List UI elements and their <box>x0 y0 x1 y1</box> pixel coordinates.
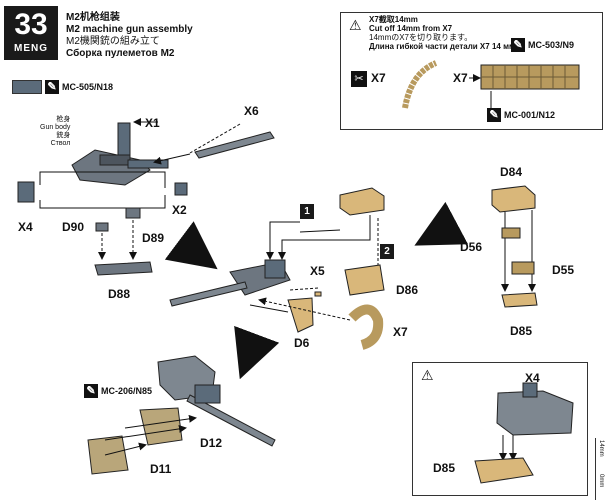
brush-icon: ✎ <box>487 108 501 122</box>
part-d85-shape <box>501 292 538 308</box>
gun-with-shield <box>157 355 276 447</box>
part-d6-shape <box>287 297 314 333</box>
cut-note-panel: ⚠ X7截取14mm Cut off 14mm from X7 14mmのX7を… <box>340 12 603 130</box>
label-d12: D12 <box>200 436 223 450</box>
ruler-bottom-label: 0mm <box>598 474 604 488</box>
cut-note-zh: X7截取14mm <box>369 15 418 24</box>
part-d11-shape <box>87 435 129 475</box>
part-x4-shape <box>17 181 35 203</box>
detail-label-x4: X4 <box>525 371 540 385</box>
part-d86-top-shape <box>339 187 385 216</box>
warning-icon: ⚠ <box>349 17 362 33</box>
label-d88: D88 <box>108 287 131 301</box>
ruler-top-label: 14mm <box>598 440 604 457</box>
detail-panel: ⚠ X4 D85 <box>412 362 588 496</box>
label-x7-cut: X7 <box>371 71 386 85</box>
substep-badge-1: 1 <box>300 204 314 219</box>
label-d6: D6 <box>294 336 310 350</box>
title-block: M2机枪组装 M2 machine gun assembly M2機関銃の組み立… <box>66 12 193 60</box>
part-x7-belt-shape <box>348 304 384 350</box>
part-d56-shape <box>501 227 521 239</box>
gun-body-en: Gun body <box>40 124 71 131</box>
part-d86-shape <box>344 264 385 296</box>
label-x1: X1 <box>145 116 160 130</box>
belt-diagram <box>402 60 580 109</box>
warning-icon: ⚠ <box>421 367 434 383</box>
flow-arrow-down <box>234 325 280 380</box>
label-d89: D89 <box>142 231 165 245</box>
paint-code-belt: MC-503/N9 <box>528 40 575 50</box>
paint-code: MC-505/N18 <box>62 82 114 92</box>
label-d84: D84 <box>500 165 523 179</box>
part-d89-shape <box>125 207 141 219</box>
gun-body-ru: Ствол <box>50 140 71 147</box>
gun-body-zh: 枪身 <box>56 116 71 123</box>
label-x4: X4 <box>18 220 33 234</box>
gun-body-label: 枪身 Gun body 銃身 Ствол <box>40 116 70 148</box>
part-d88-shape <box>94 261 153 276</box>
cut-icon: ✂ <box>351 71 367 87</box>
label-x7: X7 <box>393 325 408 339</box>
gun-body-ja: 銃身 <box>56 132 71 139</box>
title-ja: M2機関銃の組み立て <box>66 36 160 47</box>
title-en: M2 machine gun assembly <box>66 24 193 35</box>
label-x6: X6 <box>244 104 259 118</box>
brush-icon: ✎ <box>511 38 525 52</box>
part-d55-shape <box>511 261 535 275</box>
assembled-gun-center <box>169 259 291 307</box>
cut-note-ja: 14mmのX7を切り取ります。 <box>369 33 473 42</box>
label-d55: D55 <box>552 263 575 277</box>
label-x7-belt: X7 <box>453 71 468 85</box>
title-zh: M2机枪组装 <box>66 12 120 23</box>
detail-diagram <box>474 382 574 484</box>
brand-logo: MENG <box>14 43 48 54</box>
paint-code-links: MC-001/N12 <box>504 110 556 120</box>
cut-note-text: X7截取14mm Cut off 14mm from X7 14mmのX7を切り… <box>369 15 517 51</box>
label-x5: X5 <box>310 264 325 278</box>
part-x5-shape <box>314 291 322 297</box>
label-d11: D11 <box>150 462 172 476</box>
label-d90: D90 <box>62 220 85 234</box>
brush-icon: ✎ <box>45 80 59 94</box>
barrel-x6-part <box>194 131 275 159</box>
paint-reference-main: ✎ MC-505/N18 <box>12 80 113 94</box>
brush-icon: ✎ <box>84 384 98 398</box>
substep-badge-2: 2 <box>380 244 394 259</box>
label-d56: D56 <box>460 240 483 254</box>
gun-body-part <box>71 122 169 186</box>
color-swatch <box>12 80 42 94</box>
paint-reference-links: ✎ MC-001/N12 <box>487 108 555 122</box>
flow-arrow <box>164 221 218 270</box>
paint-reference-belt: ✎ MC-503/N9 <box>511 38 574 52</box>
label-d86: D86 <box>396 283 419 297</box>
paint-code-shield: MC-206/N85 <box>101 386 153 396</box>
step-number: 33 <box>14 8 48 41</box>
flow-arrow-right <box>414 201 469 246</box>
cut-note-ru: Длина гибкой части детали X7 14 мм. <box>369 42 518 51</box>
label-d85: D85 <box>510 324 533 338</box>
measurement-ruler: 14mm 0mm <box>595 438 607 500</box>
part-d90-shape <box>95 222 109 232</box>
part-x2-shape <box>174 182 188 196</box>
part-d12-shape <box>139 407 183 446</box>
part-d84-shape <box>491 185 536 213</box>
title-ru: Сборка пулеметов M2 <box>66 48 175 59</box>
detail-label-d85: D85 <box>433 461 456 475</box>
label-x2: X2 <box>172 203 187 217</box>
paint-reference-shield: ✎ MC-206/N85 <box>84 384 152 398</box>
step-number-badge: 33 MENG <box>4 6 58 60</box>
cut-note-en: Cut off 14mm from X7 <box>369 24 453 33</box>
